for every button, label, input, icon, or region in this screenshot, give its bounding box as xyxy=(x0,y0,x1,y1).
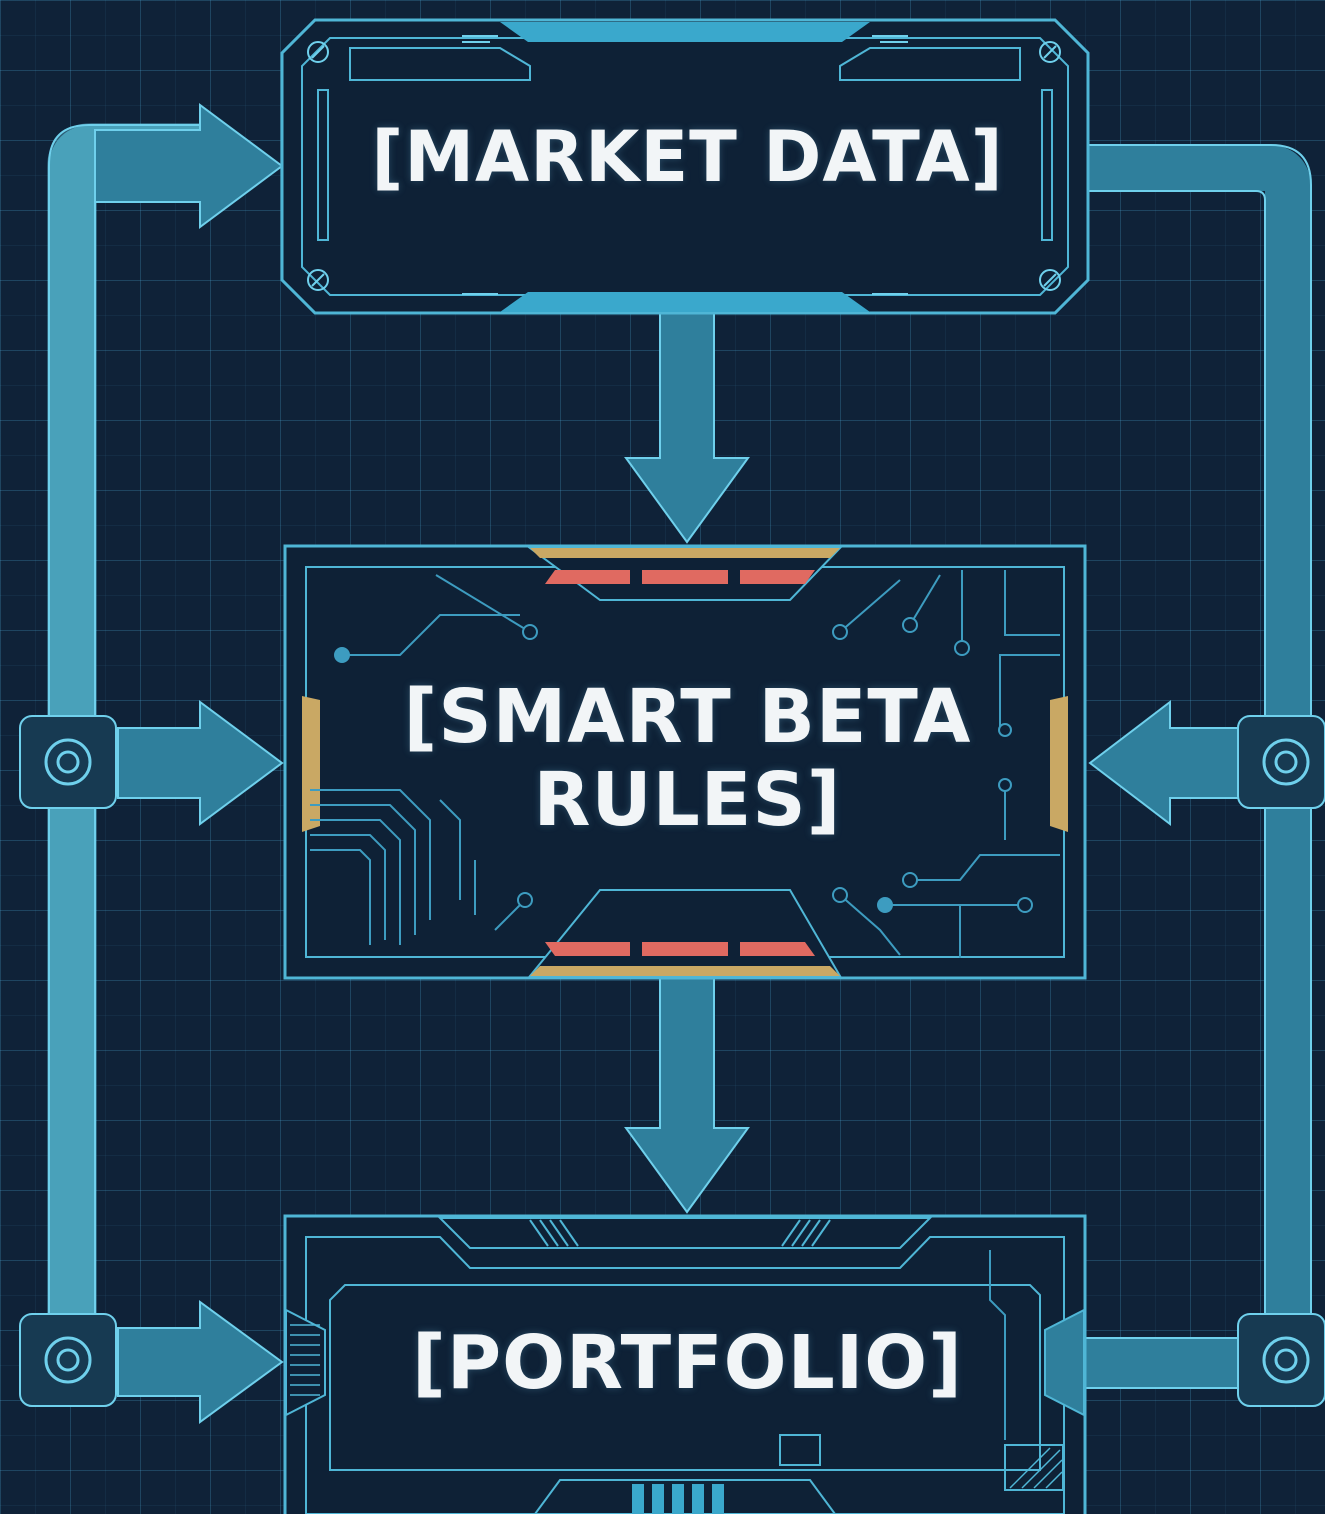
portfolio-box xyxy=(283,1214,1087,1514)
screw-icon xyxy=(307,41,329,63)
portfolio-label: [PORTFOLIO] xyxy=(412,1320,963,1406)
arrow-left-to-portfolio xyxy=(117,1300,284,1424)
arrow-right-to-smart xyxy=(1088,699,1241,827)
market-data-label: [MARKET DATA] xyxy=(371,116,1004,198)
arrow-left-to-smart xyxy=(117,700,284,826)
screw-icon xyxy=(307,269,329,291)
arrow-market-to-smart xyxy=(624,311,750,544)
left-joint-bottom xyxy=(19,1313,117,1407)
right-loop-pipe xyxy=(1084,144,1312,1389)
screw-icon xyxy=(1039,41,1061,63)
right-joint-middle xyxy=(1237,715,1325,809)
smart-beta-rules-box xyxy=(283,544,1087,980)
right-joint-bottom xyxy=(1237,1313,1325,1407)
arrow-smart-to-portfolio xyxy=(624,977,750,1214)
screw-icon xyxy=(1039,269,1061,291)
market-data-box xyxy=(280,18,1090,315)
smart-beta-rules-label: [SMART BETA RULES] xyxy=(403,674,972,843)
left-joint-middle xyxy=(19,715,117,809)
arrow-left-to-market xyxy=(94,103,284,229)
